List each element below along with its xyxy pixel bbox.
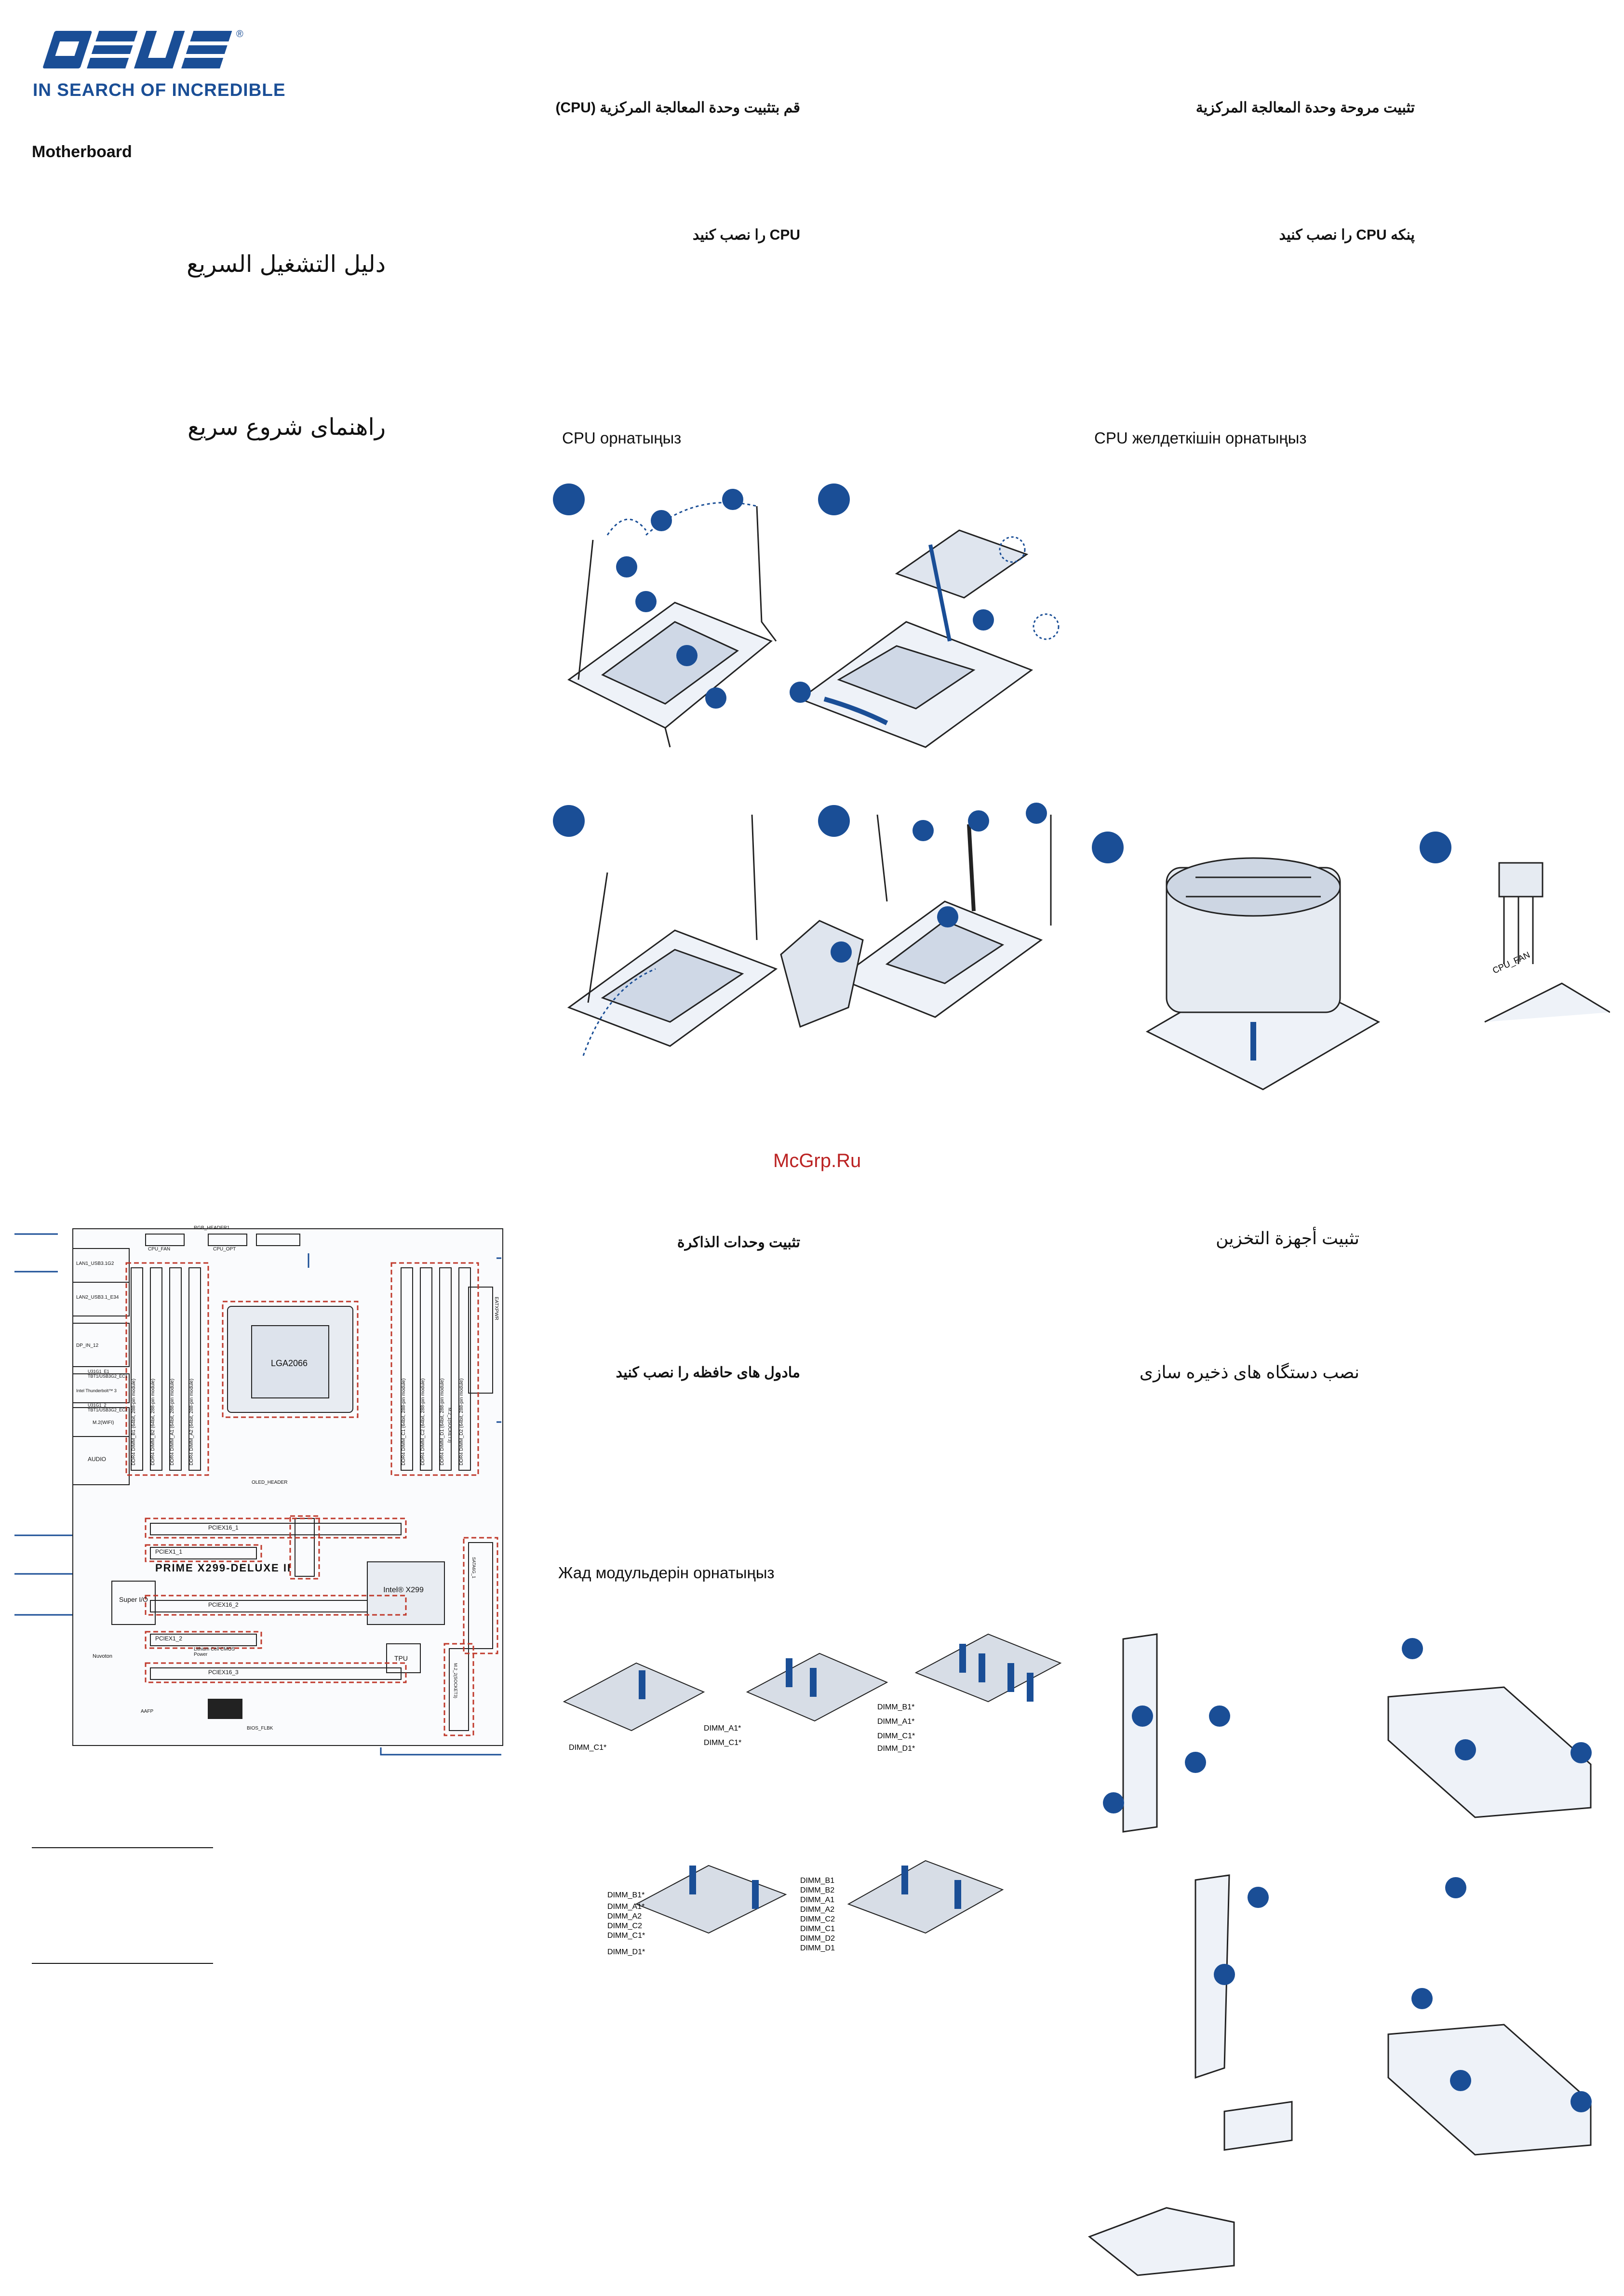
slot-pciex1-1: PCIEX1_1	[155, 1548, 183, 1555]
cpu-heading-arabic: قم بتثبيت وحدة المعالجة المركزية (CPU)	[555, 100, 801, 116]
storage-heading-arabic: تثبيت أجهزة التخزين	[1216, 1228, 1359, 1248]
dimm8-a1: DIMM_A1	[800, 1896, 834, 1904]
storage-install-illustrations	[1088, 1633, 1592, 2276]
slot-pciex16-1: PCIEX16_1	[208, 1524, 239, 1531]
slot-pciex1-2: PCIEX1_2	[155, 1635, 183, 1642]
nuvoton-label: Nuvoton	[93, 1653, 112, 1659]
memory-heading-persian: مادول های حافظه را نصب کنید	[616, 1365, 800, 1381]
dimm8-b2: DIMM_B2	[800, 1886, 834, 1894]
m2-2-label: M.2_2(SOCKET3)	[453, 1663, 458, 1699]
motherboard-layout: LGA2066 PRIME X299-DELUXE II Intel® X299…	[72, 1225, 503, 1746]
dimm-install-illustrations: DIMM_C1* DIMM_A1* DIMM_C1* DIMM_B1* DIMM…	[563, 1633, 1062, 1956]
sata-label: SATA6G_1	[471, 1557, 476, 1579]
aafp-label: AAFP	[141, 1709, 154, 1714]
oled-header-label: OLED_HEADER	[252, 1480, 288, 1485]
io-lan1: LAN1_USB3.1G2	[76, 1261, 114, 1266]
cpu-fan-label: CPU_FAN	[1491, 950, 1531, 976]
dimm6-c1: DIMM_C1*	[607, 1932, 645, 1940]
slot-pciex16-3: PCIEX16_3	[208, 1669, 239, 1676]
io-thunderbolt: Intel Thunderbolt™ 3	[76, 1388, 117, 1393]
asus-logo	[33, 27, 245, 75]
cooler-install-illustrations: CPU_FAN	[1092, 832, 1610, 1090]
socket-label: LGA2066	[271, 1358, 308, 1368]
dimm2-c1: DIMM_C1*	[704, 1739, 741, 1747]
tpu-label: TPU	[394, 1654, 408, 1662]
dimm8-d2: DIMM_D2	[800, 1934, 835, 1943]
lithium-label: Lithium Cell CMOS Power	[194, 1647, 235, 1657]
dimm6-a1: DIMM_A1*	[607, 1903, 644, 1911]
footer-rule-2	[32, 1963, 213, 1964]
dimm6-b1: DIMM_B1*	[607, 1891, 644, 1899]
cpu-heading-persian: CPU را نصب کنید	[692, 227, 800, 243]
dimm6-d1: DIMM_D1*	[607, 1948, 645, 1956]
superio-label: Super I/O	[119, 1596, 148, 1603]
io-tbt1: U31G1_E1 TBT1/USB3G2_EC1	[88, 1369, 128, 1379]
dimm8-d1: DIMM_D1	[800, 1944, 835, 1952]
arabic-quick-guide-title: دليل التشغيل السريع	[187, 251, 386, 278]
m2-1-label: M.2_1(SOCKET3)	[447, 1408, 452, 1443]
brand-tagline: IN SEARCH OF INCREDIBLE	[33, 80, 286, 100]
io-wifi: M.2(WIFI)	[93, 1420, 114, 1425]
persian-quick-guide-title: راهنمای شروع سریع	[188, 414, 386, 441]
io-lan2: LAN2_USB3.1_E34	[76, 1295, 119, 1300]
dimm6-a2: DIMM_A2	[607, 1912, 642, 1920]
chipset-label: Intel® X299	[383, 1586, 424, 1594]
cpu-fan-header-label: CPU_FAN	[148, 1247, 171, 1252]
bios-flbk-label: BIOS_FLBK	[247, 1726, 273, 1731]
cpu-heading-kazakh: CPU орнатыңыз	[562, 429, 682, 447]
dimm6-c2: DIMM_C2	[607, 1922, 642, 1930]
board-model-label: PRIME X299-DELUXE II	[155, 1562, 292, 1574]
dimm8-c1: DIMM_C1	[800, 1925, 835, 1933]
cooler-heading-persian: پنکه CPU را نصب کنید	[1279, 227, 1415, 243]
memory-heading-arabic: تثبيت وحدات الذاكرة	[677, 1235, 800, 1250]
rgb-header-label: RGB_HEADER1	[194, 1225, 230, 1231]
io-audio: AUDIO	[88, 1456, 107, 1463]
memory-heading-kazakh: Жад модульдерін орнатыңыз	[558, 1564, 775, 1582]
storage-heading-persian: نصب دستگاه های ذخیره سازی	[1139, 1362, 1359, 1382]
cooler-heading-arabic: تثبيت مروحة وحدة المعالجة المركزية	[1195, 100, 1415, 116]
dimm8-b1: DIMM_B1	[800, 1877, 834, 1885]
eatxpwr-label: EATXPWR	[494, 1297, 499, 1320]
io-tbt2: U31G1_2 TBT1/USB3G2_EC2	[88, 1403, 128, 1412]
dimm8-a2: DIMM_A2	[800, 1906, 834, 1914]
dimm4-c1: DIMM_C1*	[877, 1732, 915, 1740]
dimm4-a1: DIMM_A1*	[877, 1718, 914, 1726]
dimm1-c1: DIMM_C1*	[569, 1744, 606, 1752]
dimm2-a1: DIMM_A1*	[704, 1724, 741, 1732]
cpu-install-illustrations	[553, 483, 1060, 1056]
io-dp: DP_IN_12	[76, 1343, 99, 1348]
dimm4-b1: DIMM_B1*	[877, 1703, 914, 1711]
dimm8-c2: DIMM_C2	[800, 1915, 835, 1923]
slot-pciex16-2: PCIEX16_2	[208, 1601, 239, 1608]
eatx12v-label: CPU_OPT	[213, 1247, 236, 1252]
watermark: McGrp.Ru	[773, 1150, 861, 1171]
dimm4-d1: DIMM_D1*	[877, 1745, 915, 1753]
registered-mark: ®	[236, 29, 243, 40]
board-callout-lines	[14, 1233, 501, 1756]
doc-type: Motherboard	[32, 143, 132, 161]
footer-rule-1	[32, 1847, 213, 1848]
cooler-heading-kazakh: CPU желдеткішін орнатыңыз	[1094, 429, 1307, 447]
